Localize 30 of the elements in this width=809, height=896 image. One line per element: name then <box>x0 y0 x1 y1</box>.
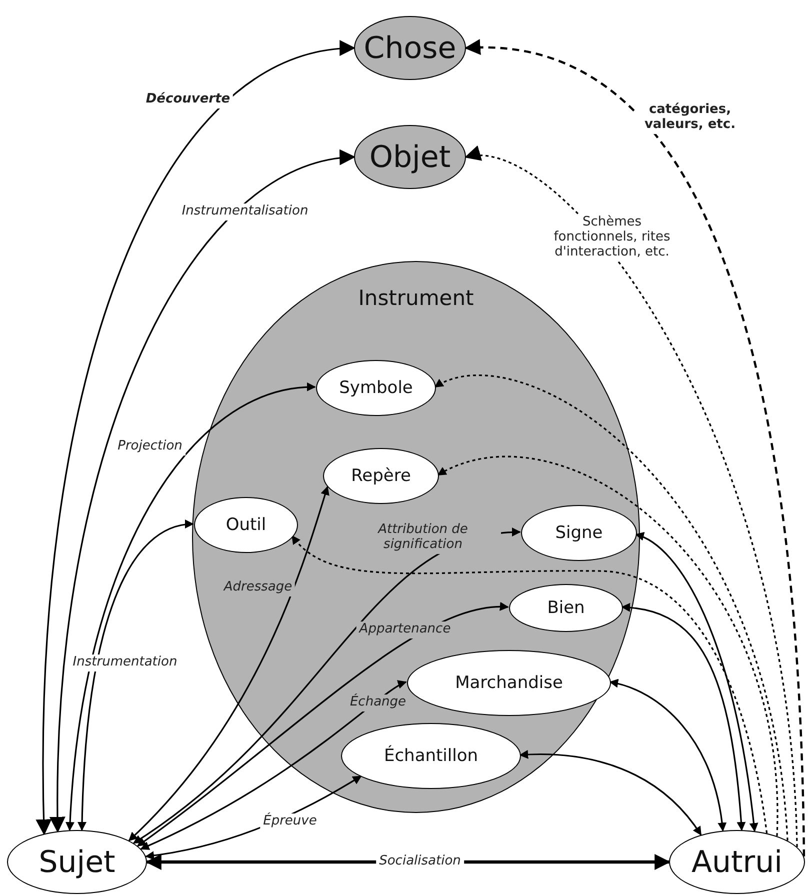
arrow <box>634 533 758 832</box>
dashed-arrow <box>464 40 806 856</box>
arrow <box>609 679 726 832</box>
node-label: Autrui <box>692 844 782 880</box>
arrow <box>140 681 407 850</box>
arrow <box>36 42 356 836</box>
arrow <box>136 602 509 847</box>
arrow <box>519 750 702 836</box>
node-label: Bien <box>547 598 585 618</box>
arrow <box>50 151 356 833</box>
ellipse-node <box>194 497 298 553</box>
node-label: Symbole <box>339 378 413 398</box>
node-label: Objet <box>369 140 451 174</box>
node-label: Sujet <box>38 844 116 880</box>
node-label: Signe <box>555 523 603 543</box>
node-label: Repère <box>351 466 411 486</box>
dashed-arrow <box>464 148 798 848</box>
node-label: Échantillon <box>384 746 478 766</box>
arrow <box>66 383 316 832</box>
arrow <box>78 520 194 831</box>
dashed-arrow <box>434 375 788 841</box>
node-label: Outil <box>226 515 266 535</box>
arrow <box>621 603 746 831</box>
node-label: Marchandise <box>455 673 563 693</box>
dashed-arrow <box>292 535 768 834</box>
dashed-arrow <box>437 456 778 836</box>
arrow <box>128 486 330 842</box>
node-label: Chose <box>364 30 456 66</box>
edge-label: Adressage <box>220 580 296 596</box>
node-label: Instrument <box>357 286 475 310</box>
